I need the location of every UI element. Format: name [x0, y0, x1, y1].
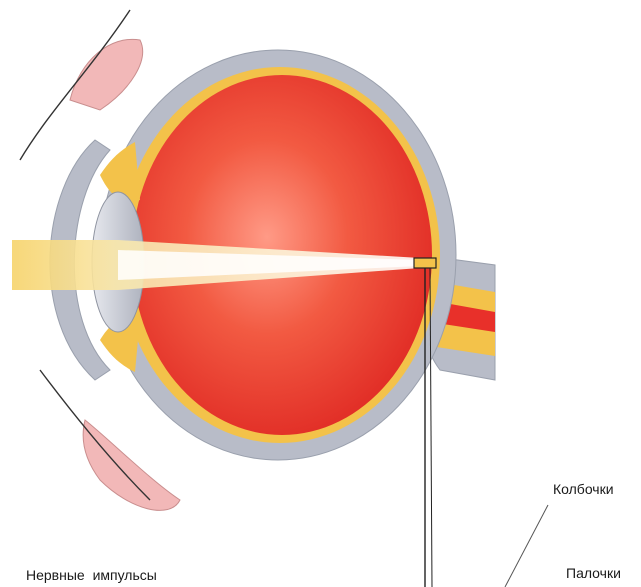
upper-eyelid [70, 39, 143, 110]
label-nerve-impulses: Нервные импульсы [26, 567, 157, 583]
pointer-line-cones [505, 505, 548, 587]
label-cones: Колбочки [553, 481, 614, 497]
label-rods: Палочки [566, 565, 621, 581]
retina-detail-box [414, 258, 436, 268]
lower-eyelid [83, 420, 180, 510]
